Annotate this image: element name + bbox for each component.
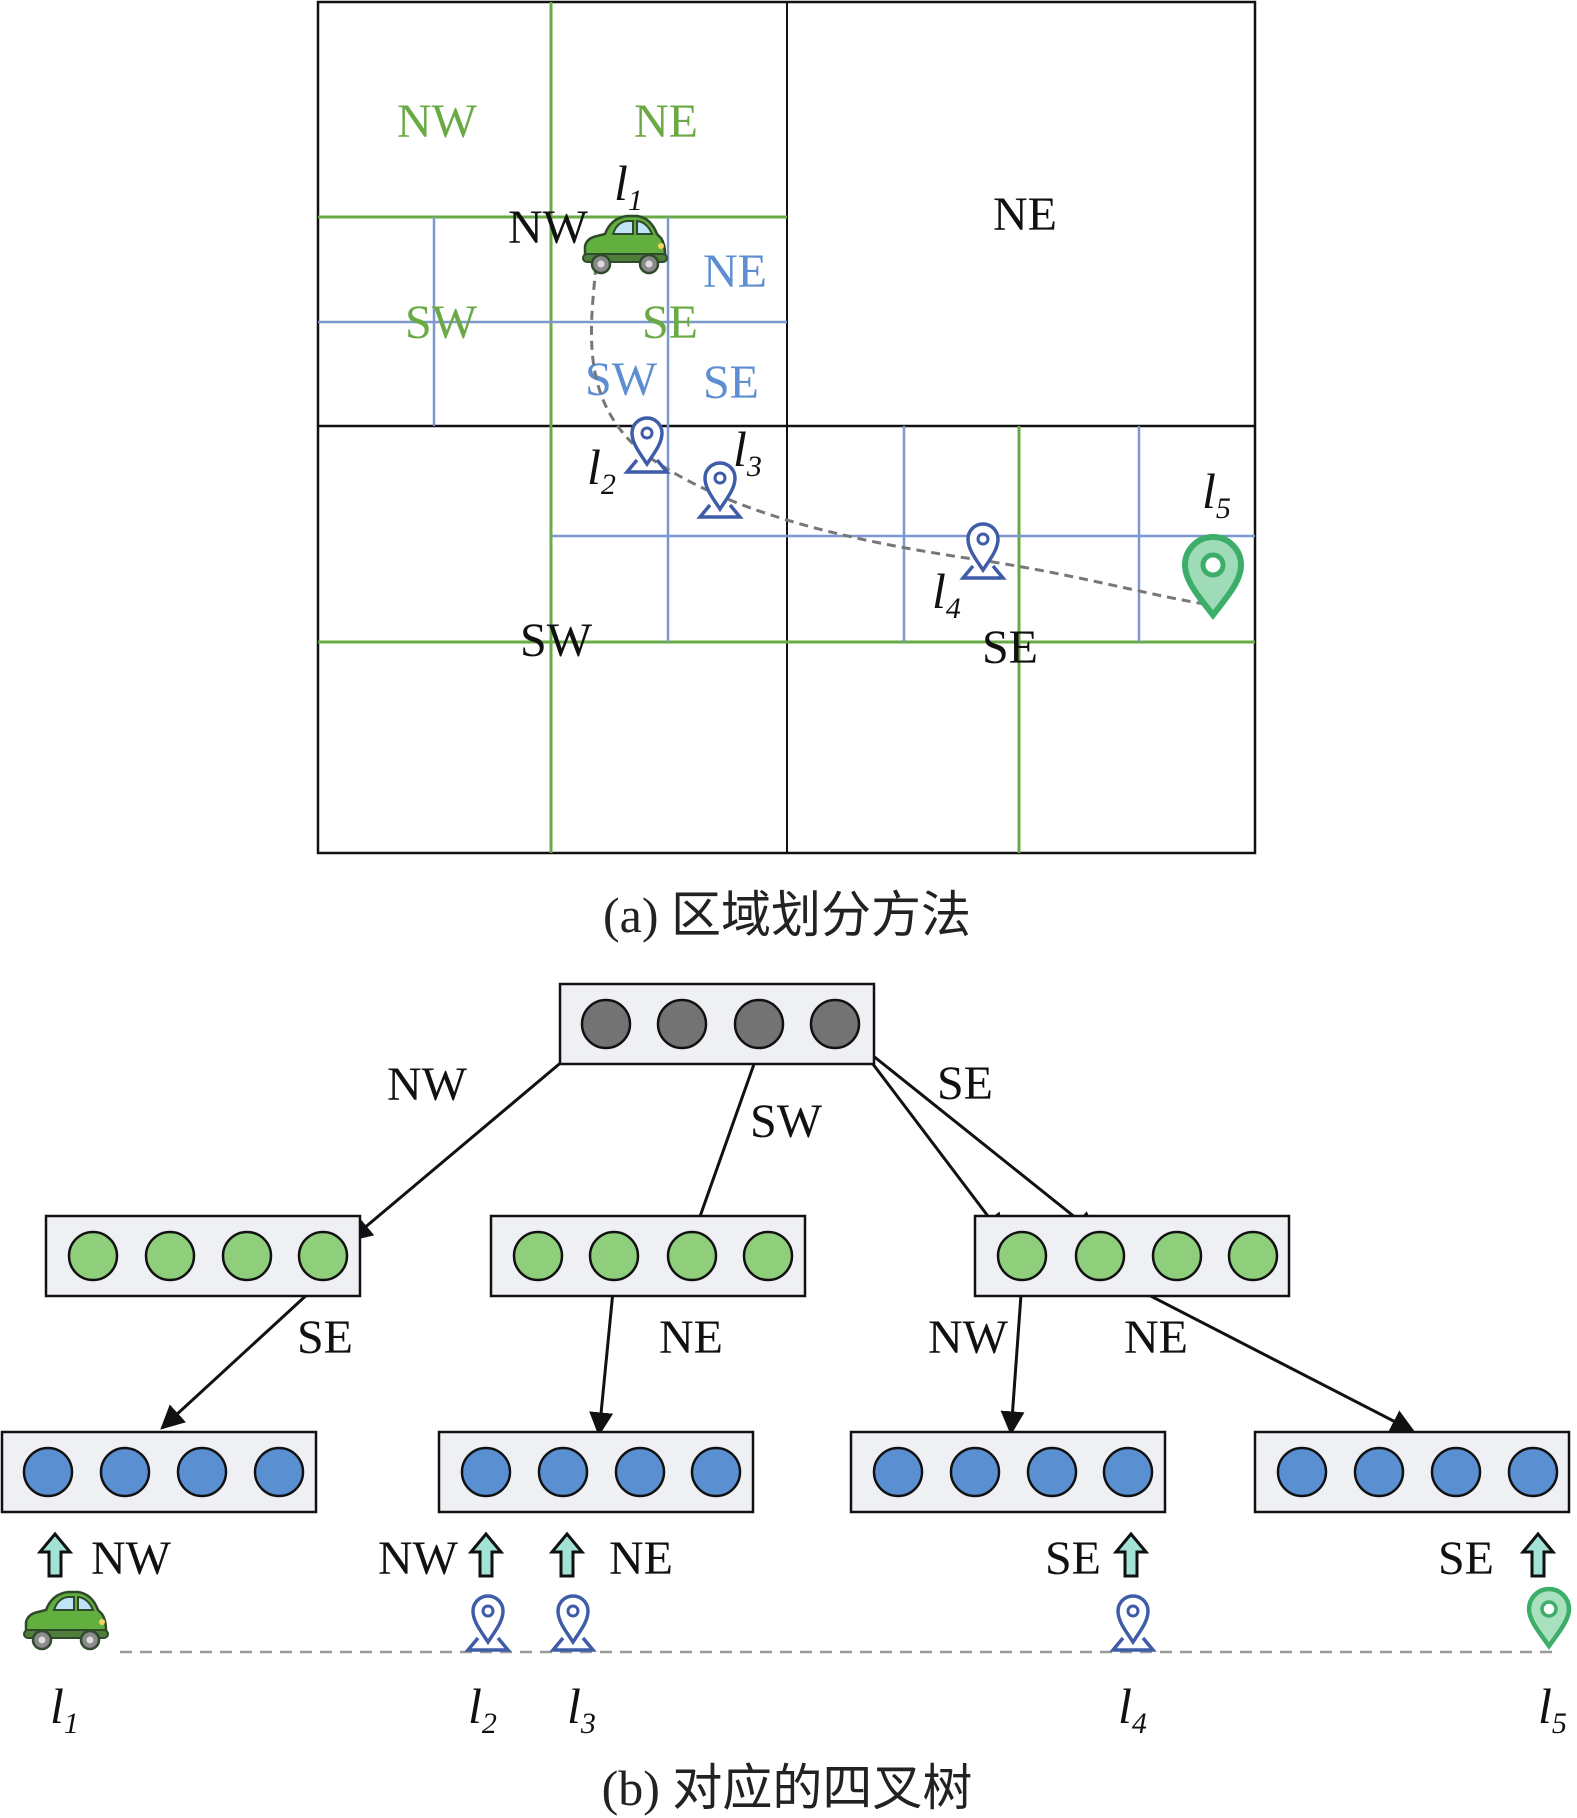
edge-label-nw-2: NW [928, 1311, 1009, 1364]
label-l5: l5 [1202, 463, 1231, 525]
label-blue-ne: NE [703, 245, 767, 298]
edge-label-se: SE [937, 1057, 993, 1110]
label-blue-se: SE [703, 356, 759, 409]
label-green-se: SE [642, 296, 698, 349]
destination-pin-icon [1529, 1589, 1569, 1646]
up-arrow-icon [1114, 1532, 1148, 1578]
green-node-cells-3 [996, 1230, 1279, 1282]
location-pin-icon [551, 1594, 595, 1652]
leaf-label-nw-1: NW [91, 1532, 172, 1585]
root-node-cells [580, 998, 861, 1050]
label-black-ne: NE [993, 188, 1057, 241]
label-green-nw: NW [397, 95, 478, 148]
quadtree-diagram: NW SW SE SE NE NW NE NW NW NE SE SE l1 l… [0, 982, 1569, 1816]
up-arrow-icon [469, 1532, 503, 1578]
edge-label-ne: NE [659, 1311, 723, 1364]
timeline-label-l3: l3 [567, 1678, 596, 1740]
green-node-cells-1 [67, 1230, 349, 1282]
timeline-label-l4: l4 [1118, 1678, 1147, 1740]
label-green-sw: SW [405, 296, 478, 349]
location-pin-icon [466, 1594, 510, 1652]
up-arrow-icon [1521, 1532, 1555, 1578]
up-arrow-icon [550, 1532, 584, 1578]
up-arrow-icon [38, 1532, 72, 1578]
timeline-label-l2: l2 [468, 1678, 497, 1740]
label-l3: l3 [733, 421, 762, 483]
region-blue-lines [318, 217, 1255, 642]
label-black-se: SE [982, 621, 1038, 674]
label-blue-sw: SW [585, 353, 658, 406]
label-l2: l2 [587, 439, 616, 501]
blue-node-cells-3 [872, 1446, 1154, 1498]
location-pin-icon [625, 416, 669, 474]
car-icon [581, 214, 669, 275]
label-l4: l4 [932, 563, 961, 625]
label-black-sw: SW [520, 614, 593, 667]
location-pin-icon [1111, 1594, 1155, 1652]
region-green-lines [318, 2, 1255, 853]
leaf-label-nw-2: NW [378, 1532, 459, 1585]
edge-label-se-2: SE [297, 1311, 353, 1364]
blue-node-cells-4 [1276, 1446, 1559, 1498]
edge-label-ne-2: NE [1124, 1311, 1188, 1364]
timeline-label-l5: l5 [1538, 1678, 1567, 1740]
blue-node-cells-1 [22, 1446, 305, 1498]
car-icon [22, 1590, 110, 1651]
edge-label-sw: SW [750, 1095, 823, 1148]
destination-pin-icon [1185, 537, 1241, 615]
caption-a: (a) 区域划分方法 [603, 887, 971, 943]
label-green-ne: NE [634, 95, 698, 148]
label-l1: l1 [614, 155, 643, 217]
leaf-label-ne: NE [609, 1532, 673, 1585]
timeline-label-l1: l1 [50, 1678, 79, 1740]
caption-b: (b) 对应的四叉树 [602, 1760, 973, 1816]
region-diagram: NE SW SE NW NW NE SW SE NE SW SE l1 l2 l… [316, 0, 1257, 943]
green-node-cells-2 [512, 1230, 794, 1282]
leaf-label-se-2: SE [1438, 1532, 1494, 1585]
location-pin-icon [961, 522, 1005, 580]
label-black-nw: NW [508, 201, 589, 254]
edge-label-nw: NW [387, 1058, 468, 1111]
trajectory-path [589, 265, 1213, 607]
blue-node-cells-2 [460, 1446, 742, 1498]
leaf-label-se-1: SE [1045, 1532, 1101, 1585]
